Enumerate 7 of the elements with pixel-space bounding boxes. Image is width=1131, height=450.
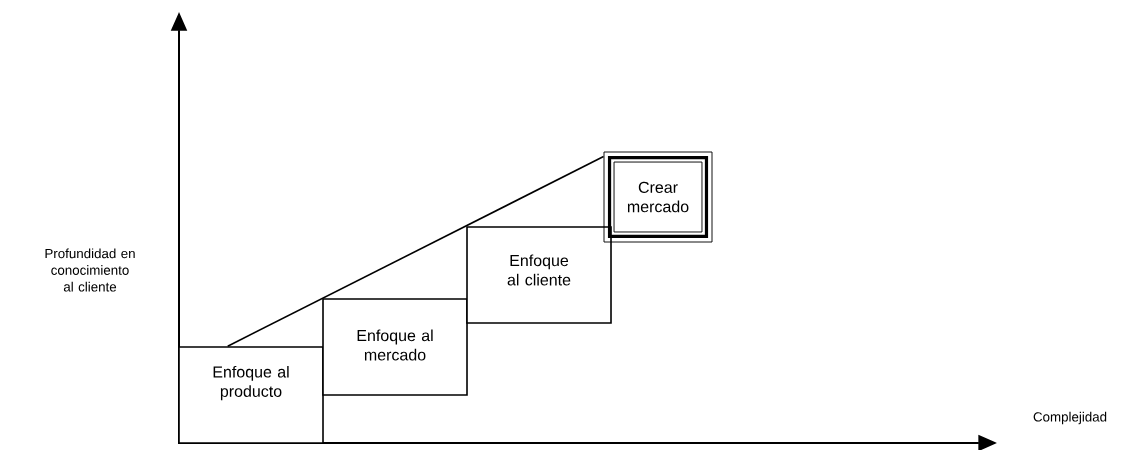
axis-label: Profundidad en conocimiento al cliente (45, 248, 135, 292)
trend-line (226, 155, 605, 347)
step-box: Enfoque al producto (178, 346, 324, 444)
framed-box: Crear mercado (603, 151, 713, 243)
step-box: Enfoque al cliente (466, 226, 612, 324)
step-box: Enfoque al mercado (322, 298, 468, 396)
axis-label: Complejidad (1033, 411, 1107, 425)
